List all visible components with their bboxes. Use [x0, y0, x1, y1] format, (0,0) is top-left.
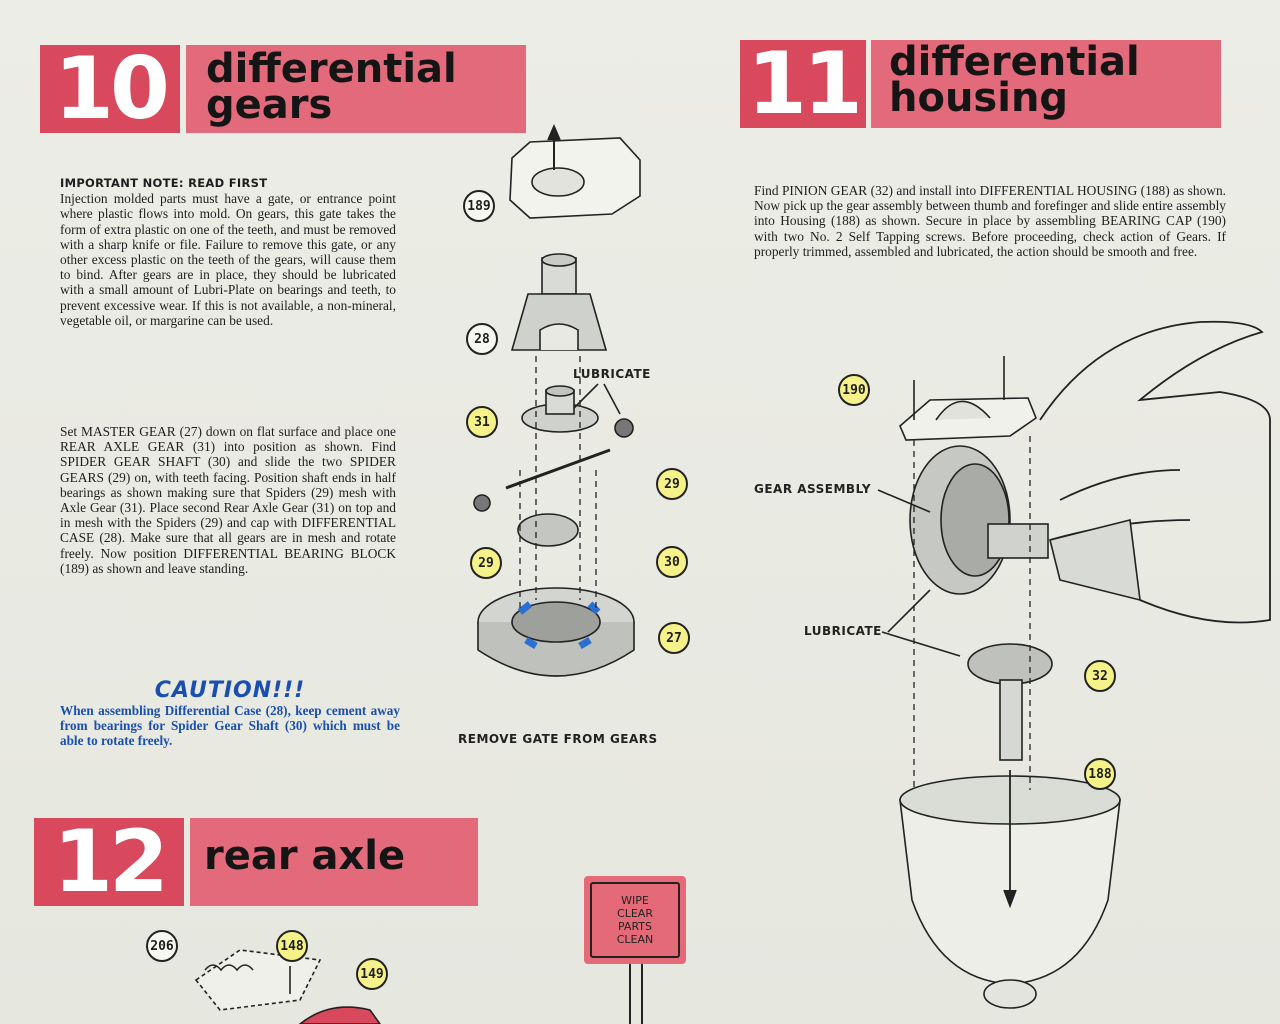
bearing-cap-190-drawing — [899, 356, 1037, 441]
master-gear-27-drawing — [477, 587, 635, 677]
sign-line-2: CLEAR — [617, 907, 653, 920]
lubricate-label-step10: LUBRICATE — [573, 367, 651, 381]
callout-29-right: 29 — [656, 468, 688, 500]
remove-gate-label: REMOVE GATE FROM GEARS — [458, 732, 658, 746]
gear-assembly-drawing — [909, 445, 1141, 602]
sign-line-1: WIPE — [621, 894, 649, 907]
sign-line-4: CLEAN — [616, 933, 654, 946]
housing-188-drawing — [899, 770, 1121, 1009]
step-12-title: rear axle — [190, 818, 478, 906]
axle-gear-31-drawing — [521, 385, 599, 433]
step-10-number: 10 — [40, 39, 180, 139]
callout-190: 190 — [838, 374, 870, 406]
differential-case-28-drawing — [510, 253, 608, 351]
step-11-instructions: Find PINION GEAR (32) and install into D… — [754, 183, 1226, 259]
step-10-title: differential gears — [186, 45, 526, 133]
lubricate-label-step11: LUBRICATE — [804, 624, 882, 638]
callout-29-left: 29 — [470, 547, 502, 579]
callout-28: 28 — [466, 323, 498, 355]
callout-27: 27 — [658, 622, 690, 654]
sign-line-3: PARTS — [618, 920, 652, 933]
callout-30: 30 — [656, 546, 688, 578]
step-10-title-line1: differential — [206, 46, 457, 92]
callout-148: 148 — [276, 930, 308, 962]
bearing-block-189-drawing — [509, 123, 641, 219]
gear-assembly-label: GEAR ASSEMBLY — [754, 482, 872, 496]
step-11-title: differential housing — [871, 40, 1221, 128]
rear-axle-drawing — [194, 949, 381, 1024]
step-10-instructions: Set MASTER GEAR (27) down on flat surfac… — [60, 424, 396, 576]
sign-text: WIPE CLEAR PARTS CLEAN — [590, 882, 680, 958]
step-11-instructions-text: Find PINION GEAR (32) and install into D… — [754, 183, 1226, 259]
callout-31: 31 — [466, 406, 498, 438]
step-11-number: 11 — [740, 34, 866, 134]
step-11-title-line1: differential — [889, 39, 1140, 85]
step-10-instructions-text: Set MASTER GEAR (27) down on flat surfac… — [60, 424, 396, 576]
step-11-title-line2: housing — [889, 75, 1069, 121]
important-note-heading: IMPORTANT NOTE: READ FIRST — [60, 176, 268, 190]
caution-box: CAUTION!!! When assembling Differential … — [60, 678, 400, 748]
caution-text: When assembling Differential Case (28), … — [60, 703, 400, 748]
callout-189: 189 — [463, 190, 495, 222]
callout-149: 149 — [356, 958, 388, 990]
caution-title: CAUTION!!! — [154, 678, 306, 703]
callout-206: 206 — [146, 930, 178, 962]
callout-32: 32 — [1084, 660, 1116, 692]
step-10-note: IMPORTANT NOTE: READ FIRST Injection mol… — [60, 176, 396, 328]
pinion-gear-32-drawing — [967, 643, 1053, 761]
step-12-number: 12 — [34, 812, 184, 912]
callout-188: 188 — [1084, 758, 1116, 790]
step-10-title-line2: gears — [206, 82, 333, 128]
important-note-text: Injection molded parts must have a gate,… — [60, 191, 396, 328]
wipe-clear-parts-sign: WIPE CLEAR PARTS CLEAN — [584, 876, 686, 964]
